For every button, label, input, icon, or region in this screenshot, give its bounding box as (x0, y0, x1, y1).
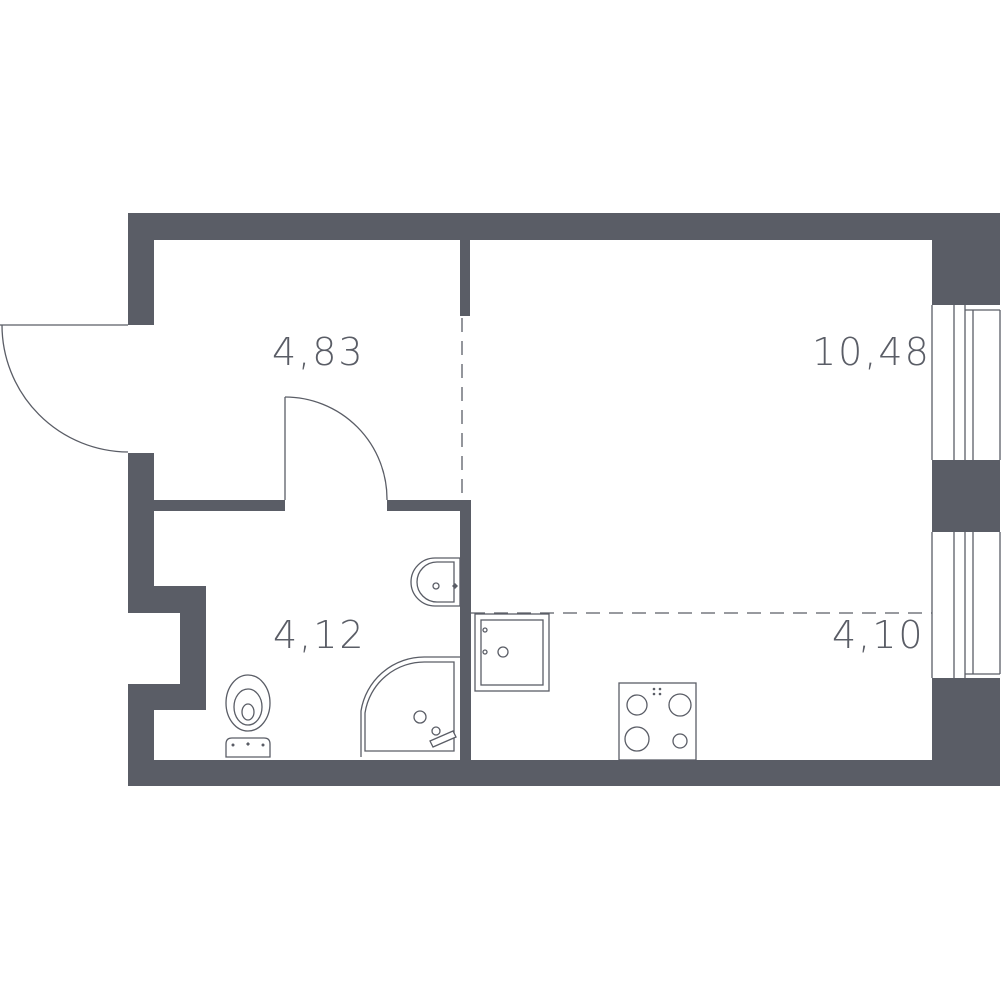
toilet-icon (225, 674, 271, 758)
window-icon (931, 305, 1001, 460)
kitchen-area-label: 4,10 (832, 613, 925, 657)
washbasin-icon (410, 557, 461, 607)
interior-walls (154, 240, 471, 760)
door-swing-icon (0, 324, 129, 453)
living-area-label: 10,48 (812, 330, 931, 374)
cooktop-icon (618, 682, 697, 761)
bathroom-area-label: 4,12 (273, 613, 366, 657)
outer-walls (128, 213, 1000, 786)
window-icon (931, 532, 1001, 678)
hallway-area-label: 4,83 (272, 330, 365, 374)
shower-cabin-icon (360, 656, 460, 757)
kitchen-sink-icon (474, 613, 550, 692)
door-swing-icon (284, 396, 388, 501)
